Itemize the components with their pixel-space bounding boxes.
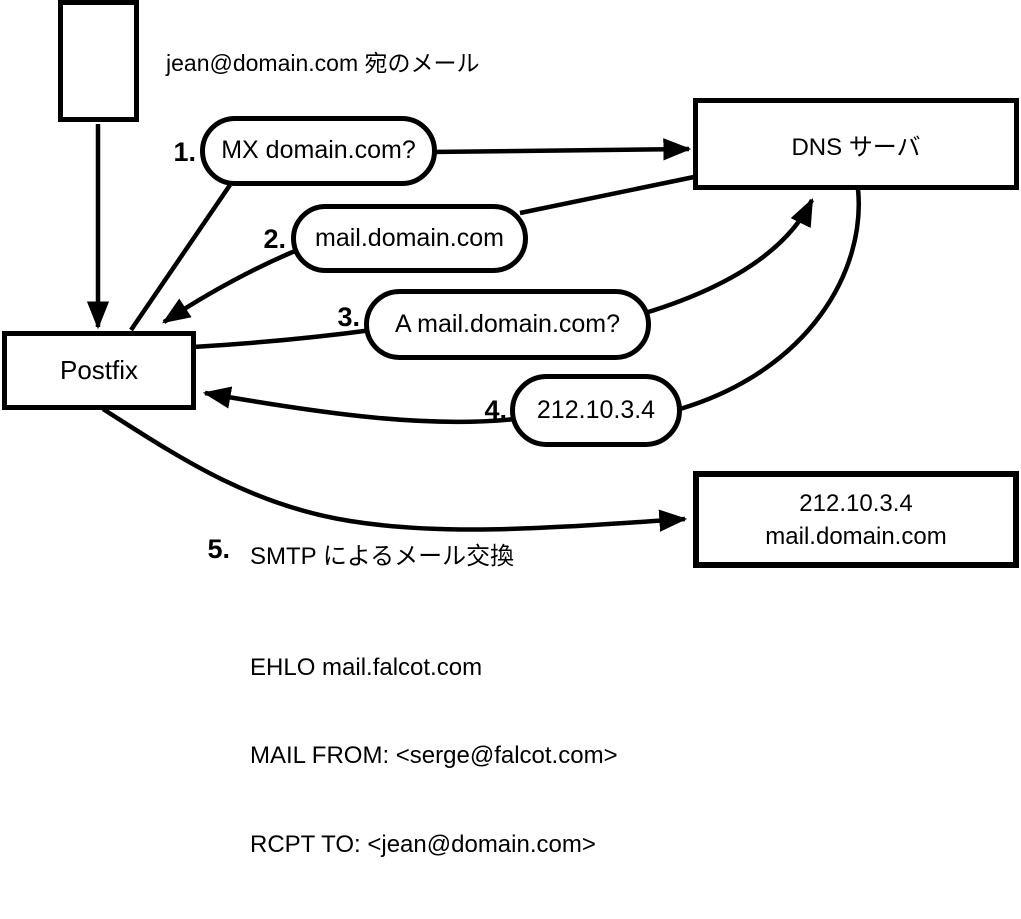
line-postfix-to-pill3 — [192, 327, 373, 350]
arrow-pill4-to-postfix — [202, 386, 516, 425]
arrow-pill1-to-dns — [429, 138, 692, 161]
step-4-label: 212.10.3.4 — [536, 395, 656, 424]
incoming-mail-icon — [58, 0, 139, 122]
mail-server-node: 212.10.3.4 mail.domain.com — [693, 471, 1019, 568]
postfix-node-label: Postfix — [59, 355, 139, 385]
step-4-number: 4. — [484, 395, 507, 425]
smtp-line-ehlo: EHLO mail.falcot.com — [250, 654, 483, 681]
arrow-pill2-to-postfix — [162, 248, 296, 324]
line-dns-to-pill2 — [519, 174, 695, 216]
step-3-number: 3. — [337, 302, 360, 332]
step-1-mx-query-pill: MX domain.com? — [200, 116, 437, 186]
smtp-line-rcpt-to: RCPT TO: <jean@domain.com> — [250, 830, 596, 858]
smtp-line-mail-from: MAIL FROM: <serge@falcot.com> — [250, 742, 618, 770]
line-postfix-to-pill1 — [129, 183, 232, 332]
step-5-smtp-exchange-label: SMTP によるメール交換 — [250, 543, 515, 570]
line-dns-to-pill4 — [679, 188, 861, 412]
step-3-label: A mail.domain.com? — [394, 309, 621, 338]
dns-server-node: DNS サーバ — [693, 98, 1019, 190]
step-4-a-answer-pill: 212.10.3.4 — [510, 374, 682, 447]
step-1-label: MX domain.com? — [221, 136, 416, 165]
step-5-number: 5. — [207, 534, 230, 564]
mail-server-ip-label: 212.10.3.4 — [799, 489, 913, 517]
step-2-mx-answer-pill: mail.domain.com — [291, 204, 528, 273]
incoming-mail-note: jean@domain.com 宛のメール — [166, 50, 480, 76]
step-1-number: 1. — [173, 137, 196, 167]
step-3-a-query-pill: A mail.domain.com? — [364, 289, 651, 360]
arrow-pill3-to-dns — [644, 197, 815, 316]
postfix-node: Postfix — [2, 331, 196, 410]
step-2-label: mail.domain.com — [315, 223, 504, 252]
smtp-session-transcript: EHLO mail.falcot.com MAIL FROM: <serge@f… — [250, 596, 618, 919]
dns-server-node-label: DNS サーバ — [791, 133, 921, 161]
mail-server-host-label: mail.domain.com — [765, 522, 947, 550]
step-2-number: 2. — [263, 224, 286, 254]
arrow-postfix-to-mailserver — [101, 407, 688, 532]
